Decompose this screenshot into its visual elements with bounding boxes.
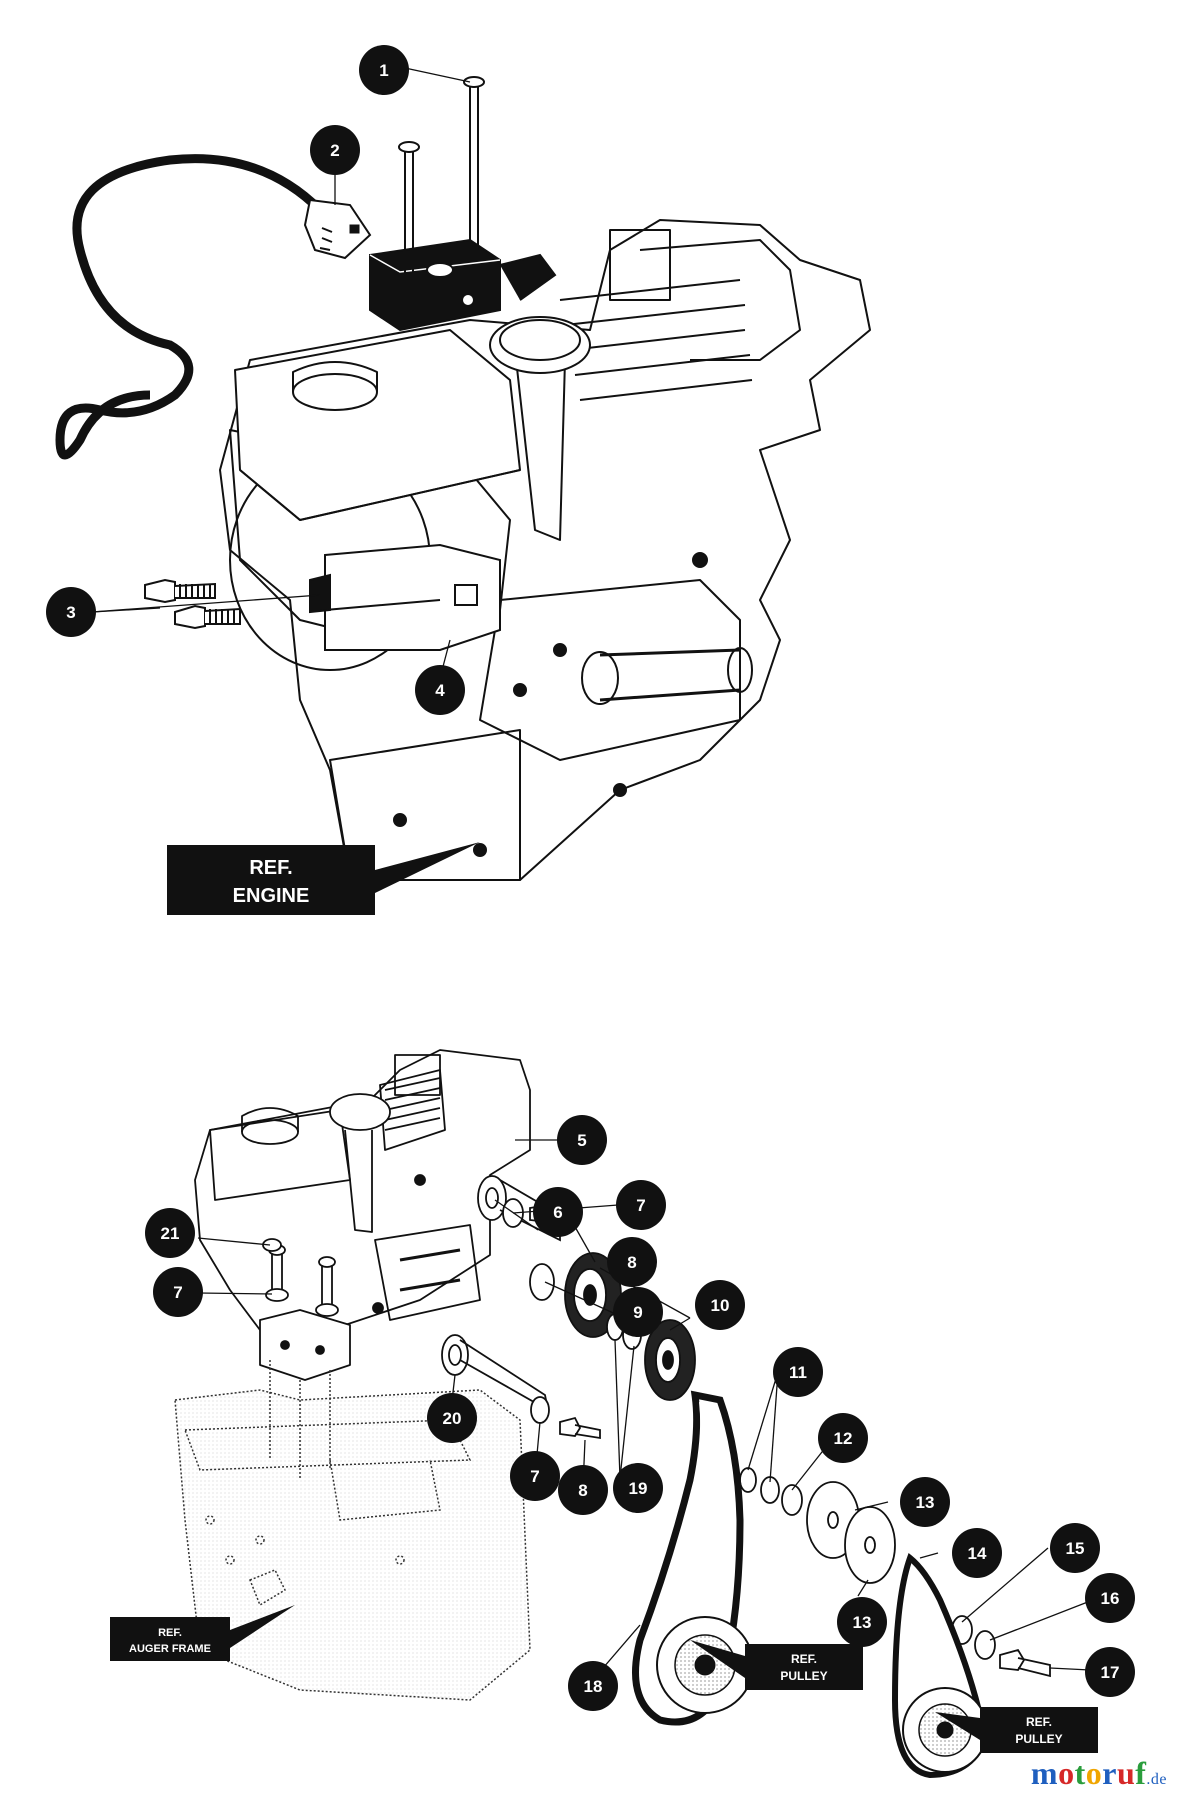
brand-letter: o (1058, 1755, 1075, 1791)
brand-letter: o (1085, 1755, 1103, 1791)
svg-text:PULLEY: PULLEY (1015, 1732, 1062, 1746)
callout-12: 12 (818, 1413, 868, 1463)
brand-letter: f (1135, 1755, 1147, 1791)
svg-text:AUGER FRAME: AUGER FRAME (129, 1643, 211, 1655)
svg-text:19: 19 (629, 1479, 648, 1498)
svg-text:15: 15 (1066, 1539, 1085, 1558)
callout-1: 1 (359, 45, 409, 95)
svg-text:2: 2 (330, 141, 339, 160)
callout-6: 6 (533, 1187, 583, 1237)
callout-13b: 13 (837, 1597, 887, 1647)
callout-8a: 8 (607, 1237, 657, 1287)
svg-text:4: 4 (435, 681, 445, 700)
svg-text:9: 9 (633, 1303, 642, 1322)
svg-text:13: 13 (853, 1613, 872, 1632)
svg-text:6: 6 (553, 1203, 562, 1222)
callout-16: 16 (1085, 1573, 1135, 1623)
engine-illustration-top (219, 219, 871, 881)
svg-text:8: 8 (627, 1253, 636, 1272)
starter-box (369, 238, 557, 332)
brand-letter: m (1030, 1755, 1059, 1791)
callout-21: 21 (145, 1208, 195, 1258)
callout-3: 3 (46, 587, 96, 637)
svg-text:ENGINE: ENGINE (233, 885, 310, 907)
callout-7c: 7 (510, 1451, 560, 1501)
svg-text:PULLEY: PULLEY (780, 1669, 827, 1683)
callout-20: 20 (427, 1393, 477, 1443)
brand-letter: r (1102, 1755, 1117, 1791)
svg-text:7: 7 (636, 1196, 645, 1215)
brand-suffix: .de (1146, 1771, 1167, 1788)
callout-7b: 7 (153, 1267, 203, 1317)
callout-7a: 7 (616, 1180, 666, 1230)
power-cord (55, 154, 372, 460)
ref-label-pulley-2: REF. PULLEY (935, 1707, 1098, 1753)
svg-text:3: 3 (66, 603, 75, 622)
engine-illustration-bottom (194, 1049, 531, 1381)
brand-letter: t (1074, 1755, 1086, 1791)
callout-8b: 8 (558, 1465, 608, 1515)
callout-9: 9 (613, 1287, 663, 1337)
callout-13a: 13 (900, 1477, 950, 1527)
watermark-logo: motoruf.de (1031, 1755, 1167, 1792)
brand-letter: u (1116, 1755, 1136, 1791)
svg-text:REF.: REF. (1026, 1715, 1052, 1729)
callout-2: 2 (310, 125, 360, 175)
long-screws (398, 76, 485, 290)
svg-text:16: 16 (1101, 1589, 1120, 1608)
svg-text:REF.: REF. (249, 857, 292, 879)
svg-text:14: 14 (968, 1544, 987, 1563)
callout-14: 14 (952, 1528, 1002, 1578)
callout-11: 11 (773, 1347, 823, 1397)
svg-text:7: 7 (173, 1283, 182, 1302)
callout-17: 17 (1085, 1647, 1135, 1697)
svg-text:20: 20 (443, 1409, 462, 1428)
svg-text:REF.: REF. (158, 1627, 182, 1639)
svg-text:1: 1 (379, 61, 388, 80)
drive-belts (632, 1390, 989, 1779)
svg-text:7: 7 (530, 1467, 539, 1486)
svg-text:8: 8 (578, 1481, 587, 1500)
callout-15: 15 (1050, 1523, 1100, 1573)
svg-text:17: 17 (1101, 1663, 1120, 1682)
ref-label-pulley-1: REF. PULLEY (690, 1640, 863, 1690)
svg-text:11: 11 (789, 1363, 807, 1382)
callout-5: 5 (557, 1115, 607, 1165)
brand-name: motoruf (1031, 1755, 1146, 1791)
callouts: 1 2 3 4 5 6 7 8 9 10 11 12 13 13 14 15 1… (46, 45, 1135, 1711)
svg-text:REF.: REF. (791, 1652, 817, 1666)
ref-label-engine: REF. ENGINE (167, 842, 480, 915)
callout-10: 10 (695, 1280, 745, 1330)
svg-text:10: 10 (711, 1296, 730, 1315)
svg-text:5: 5 (577, 1131, 586, 1150)
callout-19: 19 (613, 1463, 663, 1513)
svg-text:12: 12 (834, 1429, 853, 1448)
svg-text:21: 21 (161, 1224, 180, 1243)
callout-4: 4 (415, 665, 465, 715)
svg-text:18: 18 (584, 1677, 603, 1696)
svg-text:13: 13 (916, 1493, 935, 1512)
callout-18: 18 (568, 1661, 618, 1711)
ref-label-auger-frame: REF. AUGER FRAME (110, 1605, 295, 1661)
bracket-and-bolts (144, 543, 501, 651)
